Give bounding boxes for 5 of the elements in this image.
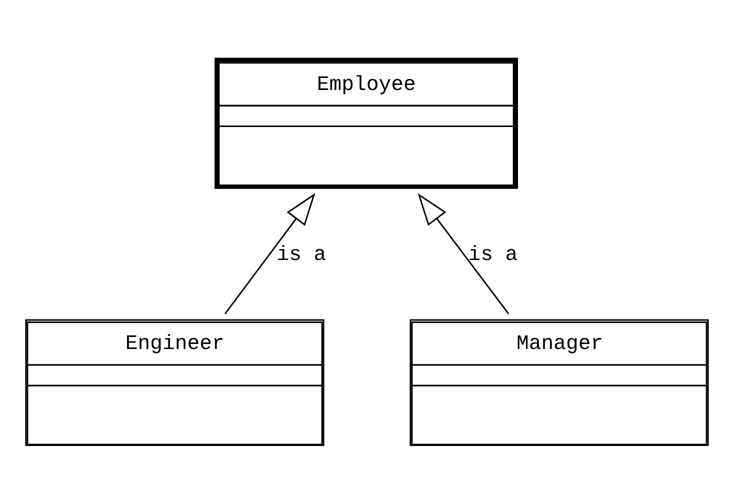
node-box: Employee xyxy=(214,57,518,188)
arrow xyxy=(224,192,316,314)
edge-label: is a xyxy=(468,243,518,266)
edge-label: is a xyxy=(276,243,326,266)
arrow xyxy=(418,192,510,314)
